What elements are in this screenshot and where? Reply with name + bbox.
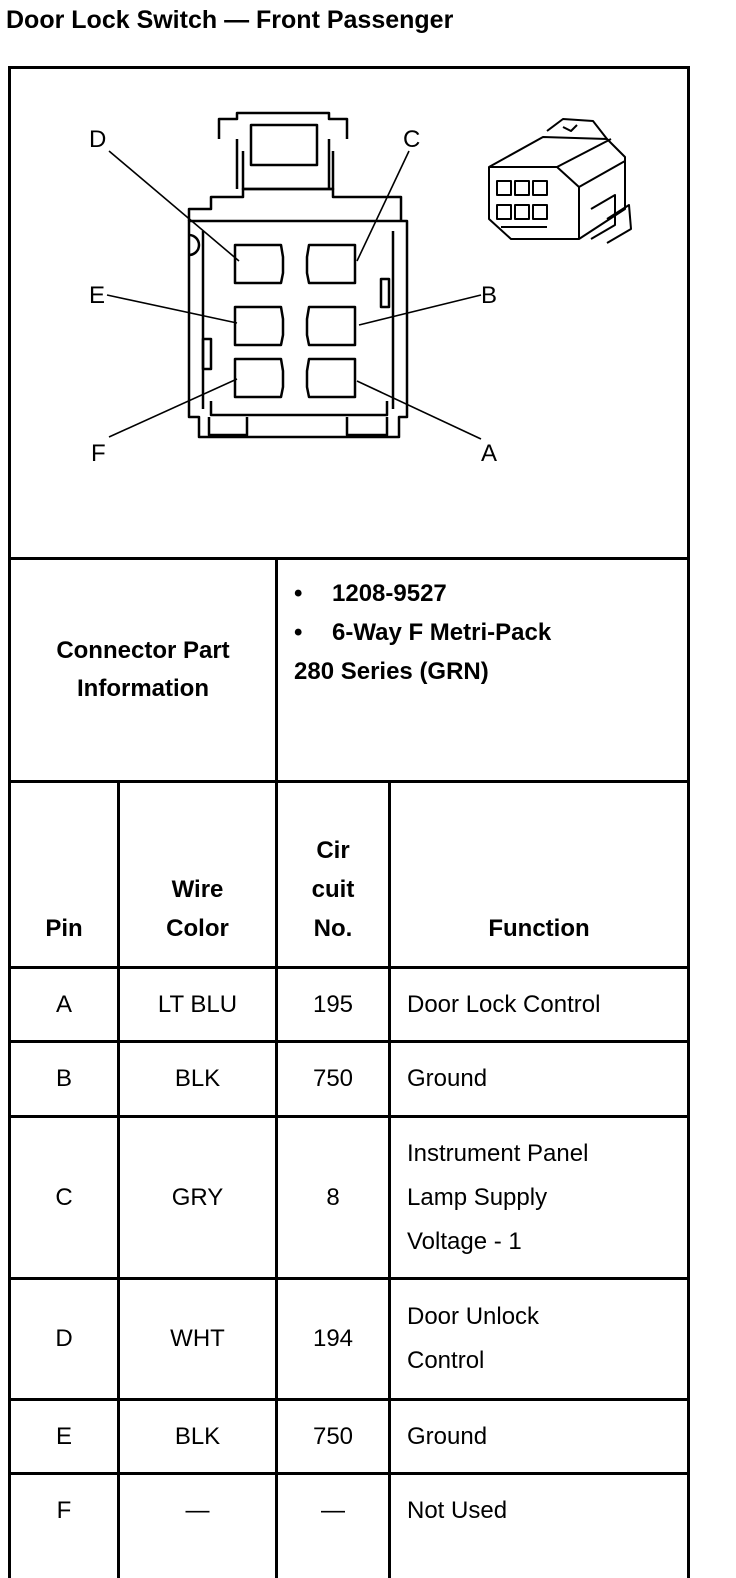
row-b-circuit: 750 — [312, 1065, 354, 1092]
rule-info-divider — [275, 557, 278, 783]
connector-face-outline — [187, 111, 409, 439]
row-f-circuit: — — [321, 1496, 345, 1524]
connector-table-frame — [8, 66, 690, 1578]
rule-header-bottom — [8, 966, 690, 969]
pin-cavity-d — [233, 243, 285, 285]
row-c-wire-color: GRY — [171, 1183, 224, 1211]
rule-info-bottom — [8, 780, 690, 783]
header-wire-color: Wire Color — [166, 876, 229, 942]
rule-row-e — [8, 1472, 690, 1475]
pin-label-c: C — [403, 126, 420, 153]
row-c-pin: C — [55, 1183, 73, 1211]
connector-info-values: •1208-9527 •6-Way F Metri-Pack 280 Serie… — [278, 560, 687, 780]
pin-cavity-c — [305, 243, 357, 285]
rule-row-c — [8, 1277, 690, 1280]
rule-row-b — [8, 1115, 690, 1118]
pin-label-a: A — [481, 440, 497, 467]
row-d-circuit: 194 — [312, 1325, 354, 1352]
connector-info-bullet: •1208-9527 — [294, 580, 447, 607]
row-c-circuit: 8 — [326, 1183, 340, 1211]
header-circuit-no: Cir cuit No. — [311, 837, 355, 942]
row-b-pin: B — [55, 1065, 72, 1092]
rule-col-circuit — [388, 780, 391, 1578]
connector-info-label: Connector Part Information — [56, 637, 230, 702]
row-e-function: Ground — [407, 1422, 488, 1450]
header-function: Function — [488, 915, 590, 942]
connector-3d-icon — [488, 118, 632, 244]
rule-col-pin — [117, 780, 120, 1578]
pin-label-e: E — [89, 282, 105, 309]
row-d-pin: D — [55, 1325, 73, 1352]
row-f-wire-color: — — [185, 1496, 210, 1524]
row-e-circuit: 750 — [312, 1422, 354, 1450]
pin-leader-lines — [106, 150, 482, 440]
pin-label-f: F — [91, 440, 106, 467]
connector-info-continuation: 280 Series (GRN) — [294, 658, 489, 685]
row-c-function: Instrument Panel Lamp Supply Voltage - 1 — [407, 1139, 589, 1255]
pin-cavity-f — [233, 357, 285, 399]
row-b-wire-color: BLK — [174, 1065, 221, 1092]
row-d-wire-color: WHT — [170, 1325, 225, 1352]
connector-diagram: D C E B F A — [89, 111, 632, 467]
row-a-pin: A — [55, 990, 72, 1018]
pin-label-d: D — [89, 126, 106, 153]
connector-info-bullet: •6-Way F Metri-Pack — [294, 619, 552, 646]
row-d-function: Door Unlock Control — [407, 1303, 540, 1374]
pin-cavity-e — [233, 305, 285, 347]
header-pin: Pin — [45, 915, 83, 942]
page-title: Door Lock Switch — Front Passenger — [6, 6, 454, 34]
row-f-function: Not Used — [407, 1496, 508, 1524]
rule-row-a — [8, 1040, 690, 1043]
row-e-pin: E — [55, 1422, 72, 1450]
pin-label-b: B — [481, 282, 497, 309]
pin-cavity-b — [305, 305, 357, 347]
row-f-pin: F — [56, 1496, 72, 1524]
rule-col-wire — [275, 780, 278, 1578]
row-e-wire-color: BLK — [174, 1422, 221, 1450]
row-a-wire-color: LT BLU — [157, 990, 238, 1018]
row-a-function: Door Lock Control — [407, 990, 601, 1018]
row-b-function: Ground — [407, 1065, 488, 1092]
rule-row-d — [8, 1398, 690, 1401]
row-a-circuit: 195 — [312, 990, 354, 1018]
pin-cavity-a — [305, 357, 357, 399]
rule-diagram-bottom — [8, 557, 690, 560]
